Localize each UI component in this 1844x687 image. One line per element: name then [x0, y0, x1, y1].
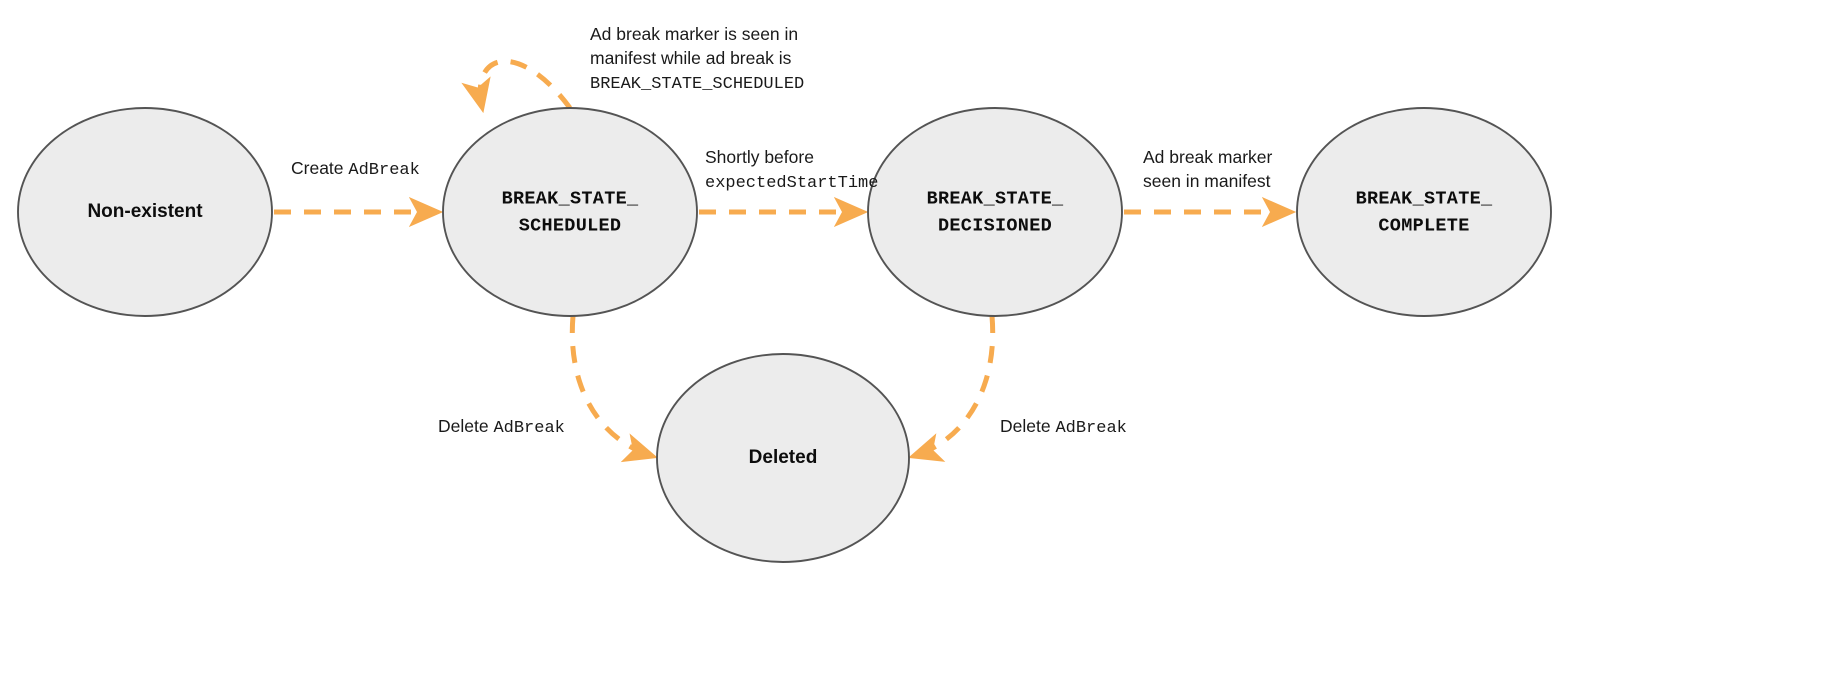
- edge-delete-adbreak-from-scheduled: [569, 315, 658, 463]
- node-label: BREAK_STATE_: [502, 188, 639, 209]
- edge-label-part: Delete: [1000, 416, 1055, 436]
- node-label: SCHEDULED: [519, 215, 622, 236]
- edge-label-line: Create AdBreak: [291, 158, 420, 180]
- edge-label-part: AdBreak: [1055, 419, 1126, 438]
- node-shape: [867, 107, 1123, 317]
- node-break-state-decisioned[interactable]: BREAK_STATE_ DECISIONED: [867, 107, 1123, 317]
- edge-label-ad-break-marker-seen-self-loop: Ad break marker is seen in manifest while…: [590, 24, 804, 94]
- node-label: DECISIONED: [938, 215, 1052, 236]
- node-break-state-scheduled[interactable]: BREAK_STATE_ SCHEDULED: [442, 107, 698, 317]
- node-shape: [17, 107, 273, 317]
- edge-label-ad-break-marker-seen-in-manifest: Ad break marker seen in manifest: [1143, 147, 1273, 191]
- node-label: BREAK_STATE_: [1356, 188, 1493, 209]
- edge-delete-adbreak-from-decisioned: [908, 315, 996, 462]
- edge-label-line: expectedStartTime: [705, 174, 878, 193]
- node-label: Deleted: [749, 447, 818, 468]
- node-shape: [1296, 107, 1552, 317]
- edge-label-delete-adbreak-from-scheduled: Delete AdBreak: [438, 416, 565, 438]
- edge-label-line: manifest while ad break is: [590, 48, 792, 68]
- edge-labels-layer: Create AdBreak Ad break marker is seen in…: [291, 24, 1273, 438]
- edge-label-line: Ad break marker: [1143, 147, 1273, 167]
- node-non-existent[interactable]: Non-existent: [17, 107, 273, 317]
- node-deleted[interactable]: Deleted: [656, 353, 910, 563]
- edge-label-part: AdBreak: [493, 419, 564, 438]
- edge-label-part: Delete: [438, 416, 493, 436]
- edge-label-shortly-before-expected-start-time: Shortly before expectedStartTime: [705, 147, 878, 193]
- node-label: COMPLETE: [1378, 215, 1469, 236]
- edge-ad-break-marker-seen-self-loop: [461, 58, 573, 114]
- edge-label-line: BREAK_STATE_SCHEDULED: [590, 75, 804, 94]
- edge-label-part: AdBreak: [348, 161, 419, 180]
- edge-label-delete-adbreak-from-decisioned: Delete AdBreak: [1000, 416, 1127, 438]
- edge-label-line: Delete AdBreak: [1000, 416, 1127, 438]
- edge-label-line: Shortly before: [705, 147, 814, 167]
- edge-label-line: Delete AdBreak: [438, 416, 565, 438]
- node-shape: [656, 353, 910, 563]
- node-label: Non-existent: [87, 201, 203, 222]
- edge-label-line: Ad break marker is seen in: [590, 24, 798, 44]
- node-shape: [442, 107, 698, 317]
- edges-layer: [274, 58, 1297, 463]
- edge-label-create-adbreak: Create AdBreak: [291, 158, 420, 180]
- node-break-state-complete[interactable]: BREAK_STATE_ COMPLETE: [1296, 107, 1552, 317]
- node-label: BREAK_STATE_: [927, 188, 1064, 209]
- edge-label-part: Create: [291, 158, 348, 178]
- nodes-layer: Non-existentBREAK_STATE_SCHEDULEDBREAK_S…: [17, 107, 1552, 563]
- edge-label-line: seen in manifest: [1143, 171, 1271, 191]
